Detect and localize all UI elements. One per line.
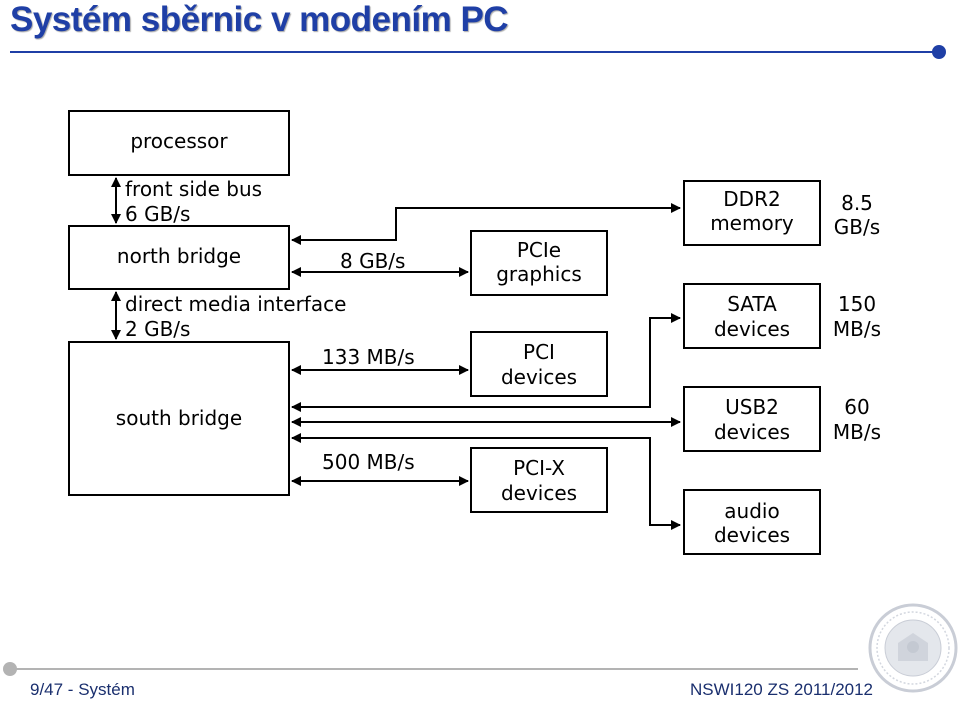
pcix-devices-line1: PCI-X: [513, 456, 565, 480]
pci-devices-box: [470, 331, 608, 397]
usb2-speed-line1: 60: [844, 395, 869, 419]
sata-speed-line2: MB/s: [833, 317, 881, 341]
ddr2-speed-line2: GB/s: [834, 215, 880, 239]
slide-title: Systém sběrnic v modením PC: [10, 0, 509, 39]
processor-box: [68, 110, 290, 176]
dmi-name: direct media interface: [125, 292, 346, 316]
pcix-devices-box: [470, 447, 608, 513]
course-label: NSWI120 ZS 2011/2012: [690, 680, 874, 699]
pci-link-speed: 133 MB/s: [322, 345, 415, 369]
footer-rule-dot: [3, 662, 17, 676]
footer-rule: [12, 668, 858, 670]
audio-devices-line2: devices: [714, 523, 790, 547]
ddr2-link: [291, 203, 681, 245]
audio-devices-line1: audio: [724, 499, 779, 523]
south-bridge-box: [68, 341, 290, 496]
ddr2-speed-line1: 8.5: [841, 191, 873, 215]
north-bridge-label: north bridge: [117, 244, 241, 268]
usb2-speed-line2: MB/s: [833, 420, 881, 444]
sata-link: [291, 313, 681, 412]
north-bridge-box: [68, 225, 290, 290]
ddr2-memory-box: [683, 180, 821, 246]
pci-devices-line2: devices: [501, 365, 577, 389]
ddr2-memory-line1: DDR2: [723, 187, 780, 211]
pci-devices-line1: PCI: [523, 340, 555, 364]
sata-devices-line2: devices: [714, 317, 790, 341]
title-underline-dot: [932, 45, 946, 59]
usb2-devices-line1: USB2: [725, 395, 779, 419]
audio-link: [291, 433, 681, 530]
pcix-link-speed: 500 MB/s: [322, 450, 415, 474]
dmi-speed: 2 GB/s: [125, 317, 190, 341]
pcie-graphics-line1: PCIe: [517, 238, 561, 262]
audio-devices-box: [683, 489, 821, 555]
pcie-graphics-box: [470, 230, 608, 296]
title-underline: [10, 51, 938, 53]
pcix-devices-line2: devices: [501, 481, 577, 505]
fsb-name: front side bus: [125, 177, 262, 201]
south-bridge-label: south bridge: [116, 406, 242, 430]
sata-devices-line1: SATA: [727, 292, 777, 316]
slide-number: 9/47 - Systém: [30, 680, 135, 699]
fsb-speed: 6 GB/s: [125, 202, 190, 226]
usb2-devices-box: [683, 386, 821, 452]
processor-label: processor: [130, 129, 228, 153]
ddr2-memory-line2: memory: [710, 211, 794, 235]
pcie-graphics-line2: graphics: [496, 262, 582, 286]
sata-devices-box: [683, 283, 821, 349]
usb2-devices-line2: devices: [714, 420, 790, 444]
sata-speed-line1: 150: [838, 292, 876, 316]
university-seal-icon: [868, 603, 958, 693]
pcie-link-speed: 8 GB/s: [340, 249, 405, 273]
